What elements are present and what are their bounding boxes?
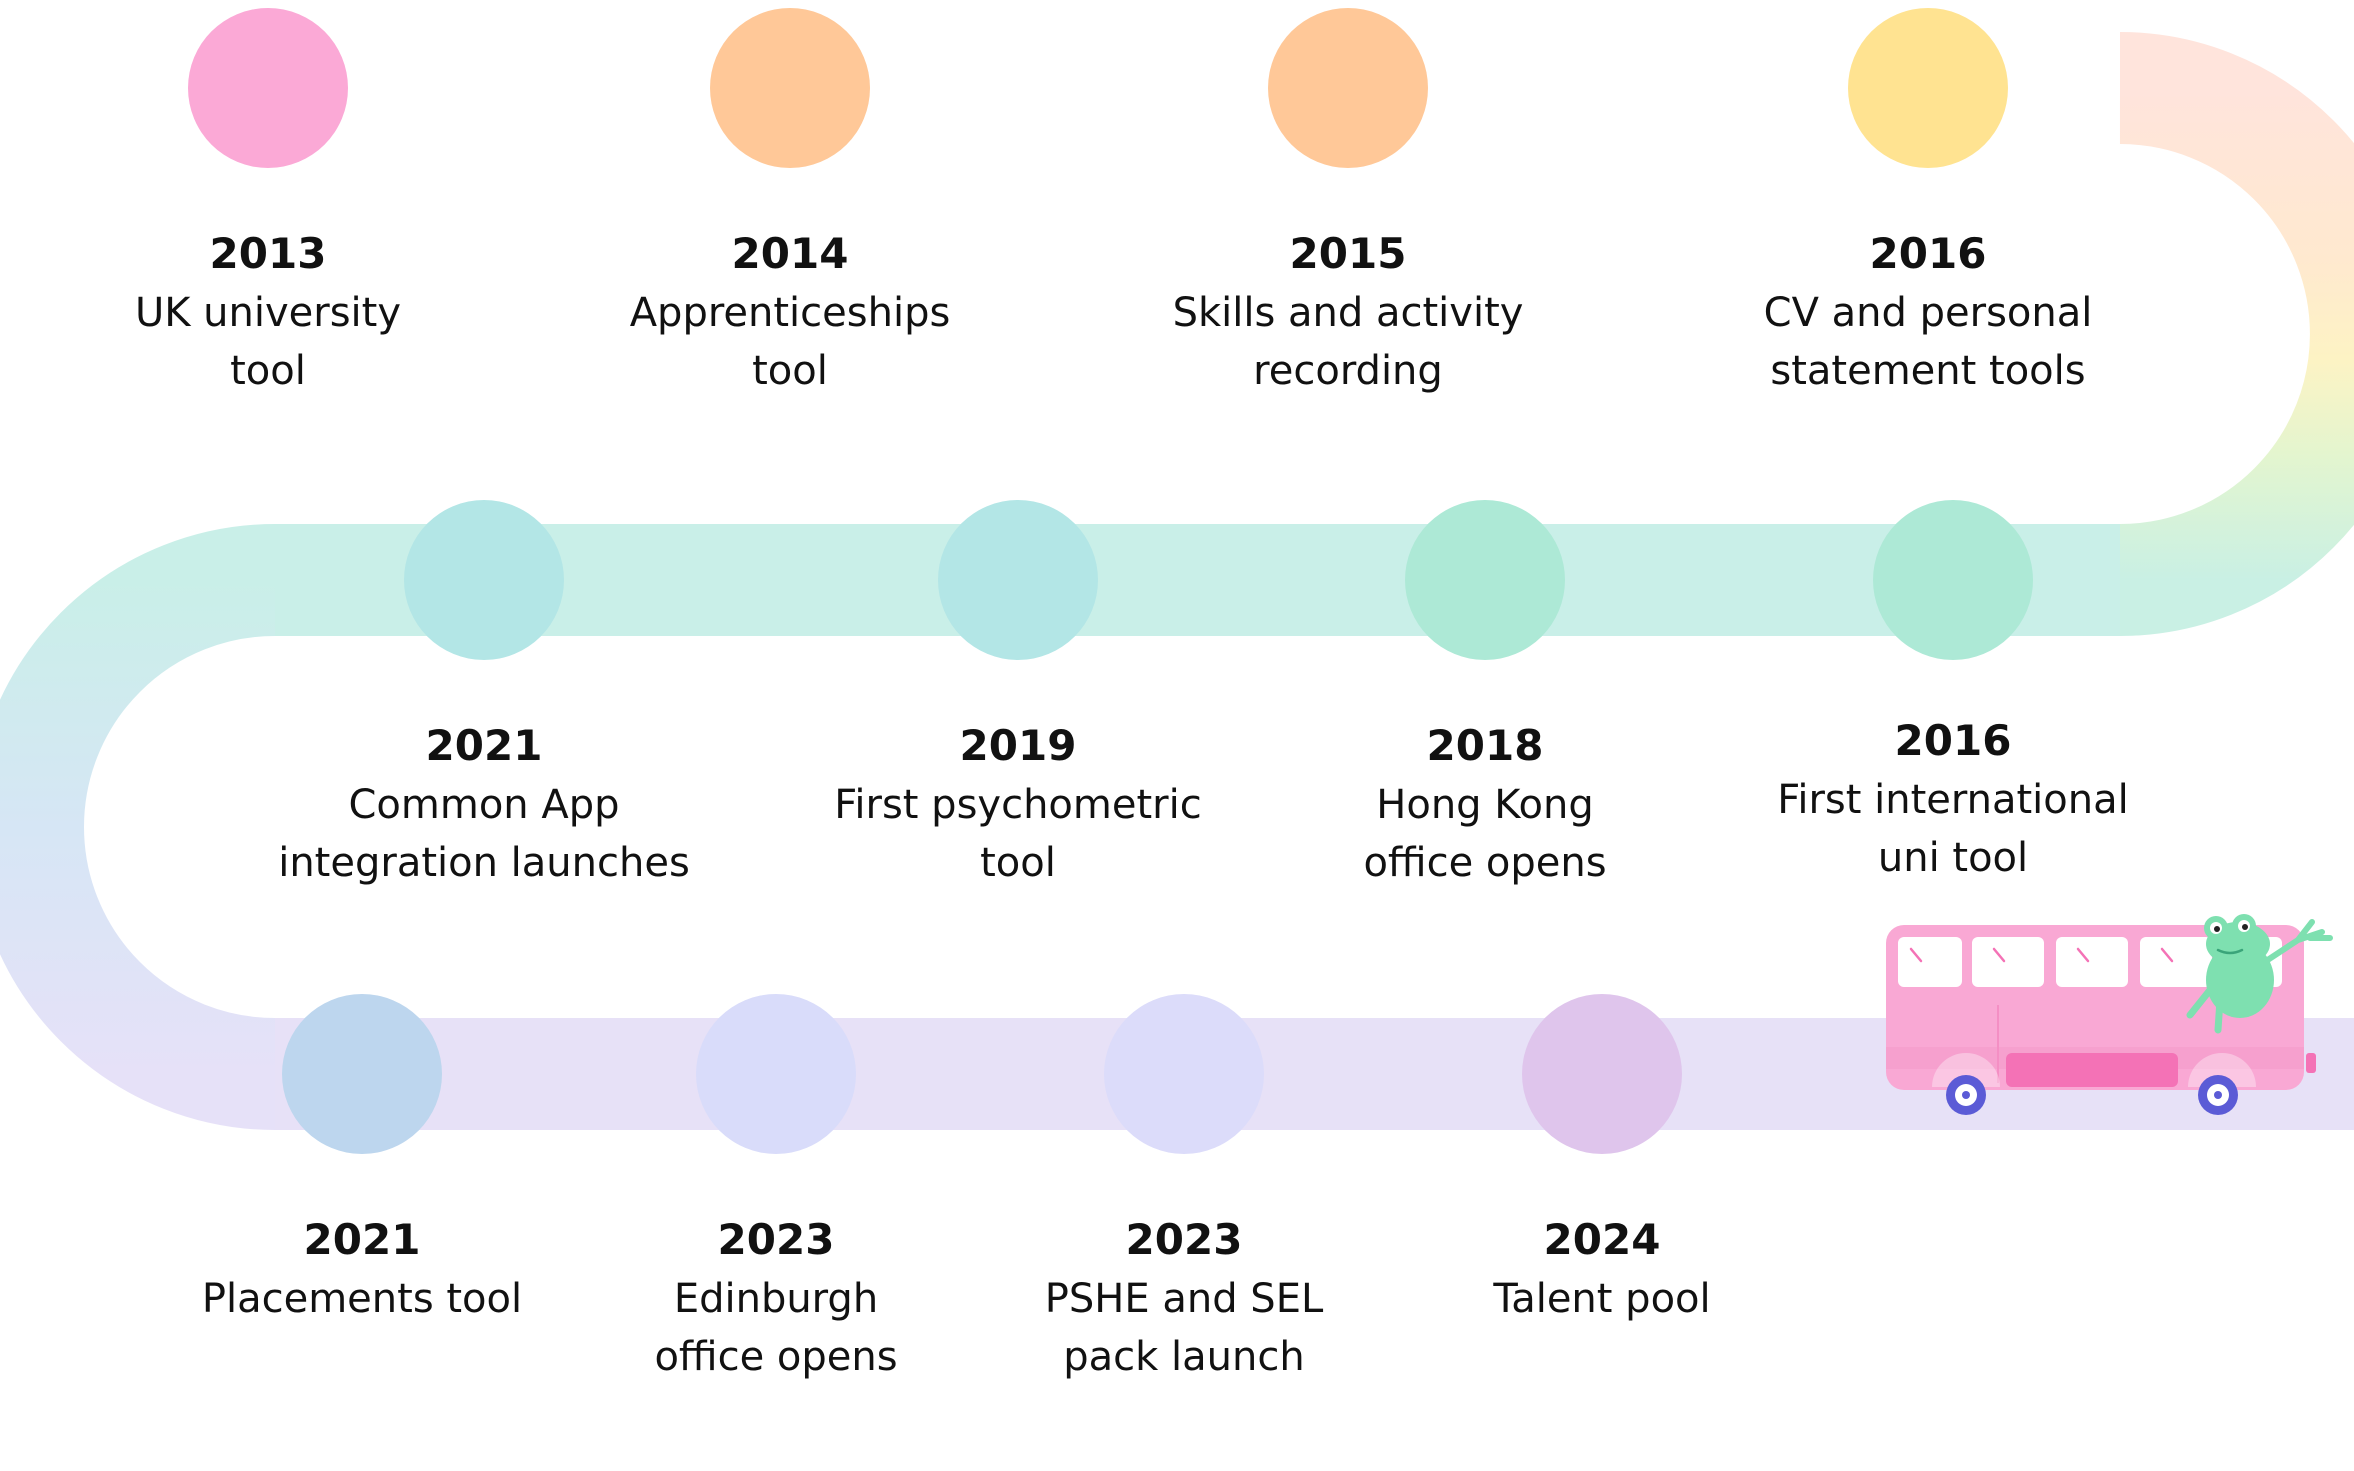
milestone-label: UK university bbox=[135, 290, 401, 336]
milestone-year: 2015 bbox=[1290, 229, 1407, 278]
milestone-label: Hong Kong bbox=[1376, 782, 1593, 828]
milestone-label: office opens bbox=[654, 1334, 897, 1380]
milestone-marker bbox=[1405, 500, 1565, 660]
milestone-label: Common App bbox=[348, 782, 619, 828]
milestone-marker bbox=[1268, 8, 1428, 168]
milestone-label: Apprenticeships bbox=[630, 290, 951, 336]
milestone-label: integration launches bbox=[278, 840, 690, 886]
milestone-label: pack launch bbox=[1063, 1334, 1304, 1380]
milestone-label: CV and personal bbox=[1764, 290, 2093, 336]
milestone-marker bbox=[696, 994, 856, 1154]
milestone-marker bbox=[710, 8, 870, 168]
milestone-marker bbox=[1848, 8, 2008, 168]
milestone-label: tool bbox=[752, 348, 828, 394]
milestone: 2016 CV and personal statement tools bbox=[1764, 8, 2093, 394]
milestone-marker bbox=[282, 994, 442, 1154]
milestone-marker bbox=[188, 8, 348, 168]
milestone-year: 2013 bbox=[210, 229, 327, 278]
milestone-year: 2014 bbox=[732, 229, 849, 278]
milestone-label: First international bbox=[1777, 777, 2129, 823]
milestone-year: 2016 bbox=[1895, 716, 2012, 765]
milestone-year: 2023 bbox=[718, 1215, 835, 1264]
frog-icon bbox=[2186, 914, 2333, 1034]
milestone-marker bbox=[1873, 500, 2033, 660]
milestone-marker bbox=[1104, 994, 1264, 1154]
milestone-label: Edinburgh bbox=[674, 1276, 878, 1322]
milestone-marker bbox=[938, 500, 1098, 660]
milestone-year: 2018 bbox=[1427, 721, 1544, 770]
milestone-marker bbox=[1522, 994, 1682, 1154]
milestone-label: uni tool bbox=[1878, 835, 2028, 881]
milestone-year: 2019 bbox=[960, 721, 1077, 770]
milestone-label: statement tools bbox=[1770, 348, 2085, 394]
milestone-label: tool bbox=[980, 840, 1056, 886]
milestone: 2013 UK university tool bbox=[135, 8, 401, 394]
milestone-year: 2021 bbox=[304, 1215, 421, 1264]
road-curve-left bbox=[0, 524, 276, 1130]
milestone-year: 2021 bbox=[426, 721, 543, 770]
milestone-label: tool bbox=[230, 348, 306, 394]
milestone-label: Placements tool bbox=[202, 1276, 522, 1322]
milestone-year: 2016 bbox=[1870, 229, 1987, 278]
milestone-label: Skills and activity bbox=[1173, 290, 1524, 336]
milestone-label: First psychometric bbox=[834, 782, 1201, 828]
milestone-marker bbox=[404, 500, 564, 660]
milestone-label: PSHE and SEL bbox=[1045, 1276, 1324, 1322]
milestone-label: office opens bbox=[1363, 840, 1606, 886]
milestone-year: 2023 bbox=[1126, 1215, 1243, 1264]
road-curve-right bbox=[2119, 32, 2354, 636]
milestone-label: Talent pool bbox=[1492, 1276, 1710, 1322]
milestone-label: recording bbox=[1253, 348, 1443, 394]
milestone-year: 2024 bbox=[1544, 1215, 1661, 1264]
